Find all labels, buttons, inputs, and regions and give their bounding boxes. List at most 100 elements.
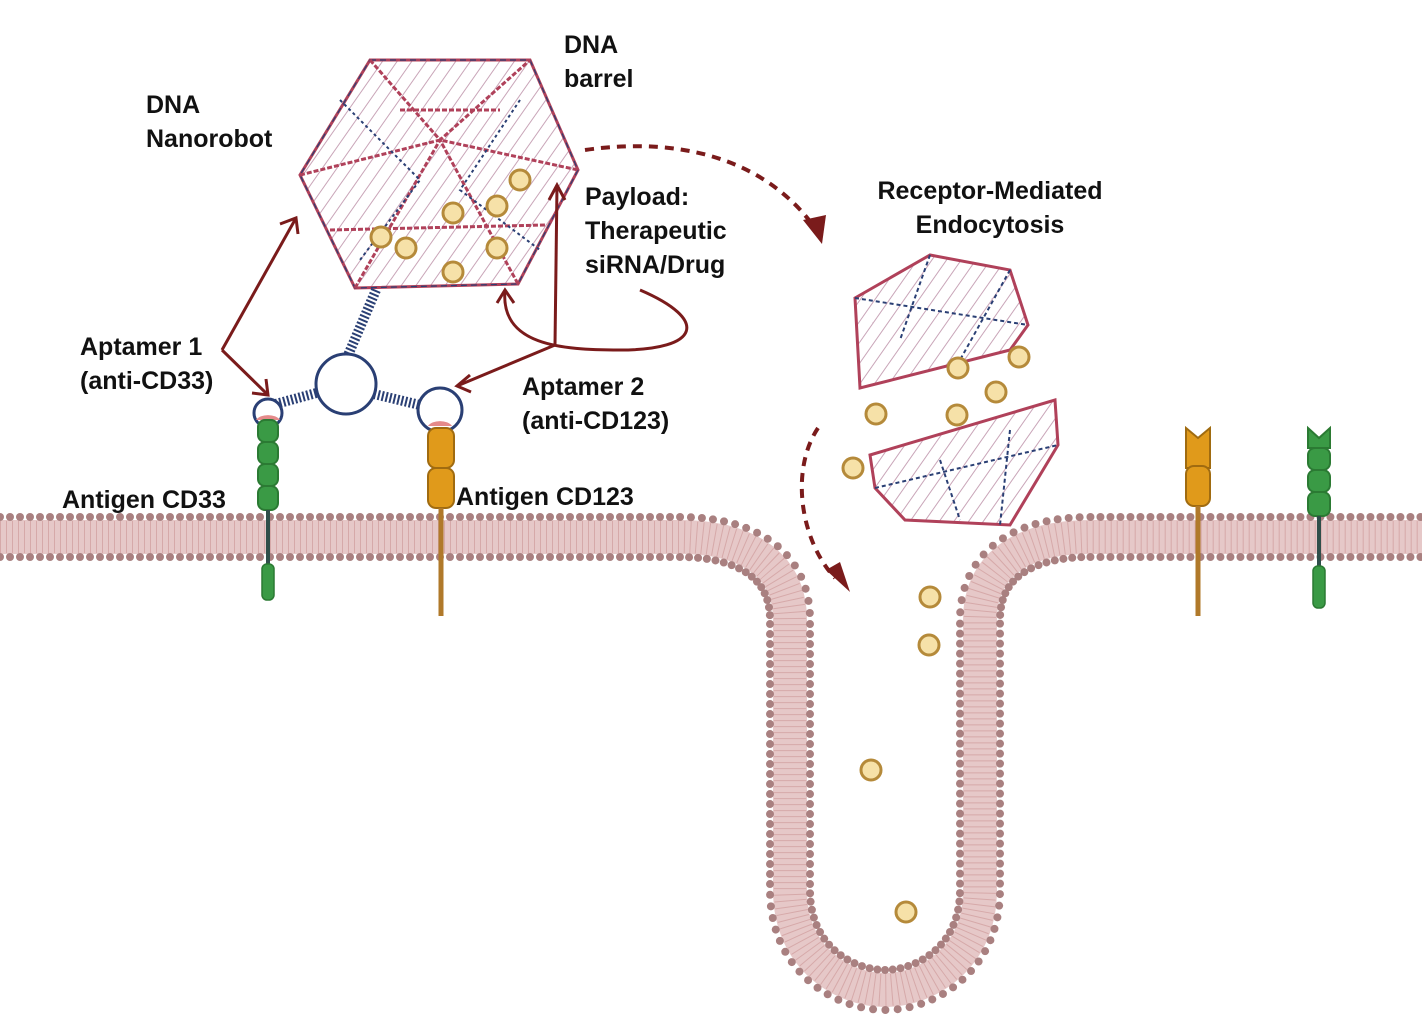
lipid-head — [760, 589, 769, 598]
lipid-head — [993, 913, 1002, 922]
lipid-head — [656, 553, 664, 561]
lipid-head — [766, 800, 774, 809]
lipid-head — [486, 513, 494, 521]
lipid-head — [981, 947, 990, 956]
lipid-head — [694, 553, 703, 562]
lipid-head — [206, 553, 214, 561]
lipid-head — [956, 608, 965, 617]
lipid-head — [998, 534, 1007, 543]
lipid-head — [46, 513, 54, 521]
lipid-head — [0, 513, 4, 521]
lipid-head — [996, 669, 1004, 678]
lipid-head — [806, 897, 815, 906]
lipid-head — [56, 513, 64, 521]
lipid-head — [956, 689, 964, 698]
lipid-head — [806, 760, 814, 769]
lipid-head — [26, 513, 34, 521]
lipid-head — [516, 553, 524, 561]
lipid-head — [676, 513, 685, 522]
lipid-head — [1206, 513, 1215, 521]
lipid-head — [766, 890, 775, 899]
lipid-head — [1356, 513, 1365, 521]
lipid-head — [96, 553, 104, 561]
lipid-head — [775, 936, 784, 945]
lipid-head — [804, 976, 813, 985]
lipid-head — [346, 553, 354, 561]
lipid-head — [1096, 513, 1105, 521]
lipid-head — [836, 951, 845, 960]
lipid-head — [820, 934, 829, 943]
lipid-head — [766, 780, 774, 789]
payload-particles-cargo — [369, 168, 532, 284]
lipid-head — [636, 513, 644, 521]
lipid-head — [136, 513, 144, 521]
lipid-head — [406, 513, 414, 521]
lipid-head — [806, 850, 814, 859]
lipid-head — [256, 553, 264, 561]
lipid-head — [1296, 513, 1305, 521]
lipid-head — [675, 552, 684, 561]
lipid-head — [806, 860, 814, 869]
lipid-head — [236, 553, 244, 561]
lipid-head — [376, 513, 384, 521]
lipid-head — [506, 513, 514, 521]
lipid-head — [666, 513, 674, 521]
lipid-head — [888, 965, 897, 974]
lipid-head — [763, 534, 772, 543]
lipid-head — [606, 513, 614, 521]
lipid-head — [996, 789, 1004, 798]
lipid-head — [1396, 513, 1405, 521]
lipid-head — [766, 680, 774, 689]
arrow-aptamer2-to-head — [456, 343, 556, 388]
lipid-head — [1376, 553, 1385, 561]
lipid-head — [956, 629, 964, 638]
lipid-head — [356, 513, 364, 521]
lipid-head — [6, 553, 14, 561]
lipid-head — [996, 619, 1004, 628]
lipid-head — [176, 553, 184, 561]
lipid-head — [216, 553, 224, 561]
lipid-head — [806, 840, 814, 849]
lipid-head — [46, 553, 54, 561]
lipid-head — [1156, 553, 1165, 561]
lipid-head — [1068, 553, 1077, 562]
lipid-head — [931, 946, 940, 955]
lipid-head — [996, 709, 1004, 718]
lipid-head — [996, 819, 1004, 828]
lipid-head — [956, 619, 964, 628]
lipid-head — [126, 513, 134, 521]
lipid-head — [1020, 568, 1029, 577]
lipid-head — [526, 513, 534, 521]
lipid-head — [1064, 513, 1073, 522]
lipid-head — [806, 740, 814, 749]
lipid-head — [806, 650, 814, 659]
payload-particle — [864, 402, 888, 426]
lipid-head — [1226, 513, 1235, 521]
lipid-head — [720, 517, 729, 526]
label-aptamer1-line1: Aptamer 1 — [80, 333, 203, 361]
lipid-head — [956, 859, 964, 868]
lipid-head — [896, 964, 905, 973]
lipid-head — [616, 513, 624, 521]
lipid-head — [1406, 513, 1415, 521]
lipid-head — [954, 905, 963, 914]
lipid-head — [1296, 553, 1305, 561]
lipid-head — [156, 513, 164, 521]
lipid-head — [806, 710, 814, 719]
lipid-head — [1009, 577, 1018, 586]
lipid-head — [426, 553, 434, 561]
lipid-head — [768, 914, 777, 923]
lipid-head — [166, 553, 174, 561]
lipid-head — [766, 790, 774, 799]
cd33-receptor-right — [1307, 425, 1331, 609]
lipid-head — [586, 513, 594, 521]
lipid-head — [873, 965, 882, 974]
lipid-head — [997, 603, 1006, 612]
lipid-head — [956, 749, 964, 758]
lipid-head — [1326, 553, 1335, 561]
lipid-head — [476, 553, 484, 561]
lipid-head — [766, 902, 775, 911]
lipid-head — [1004, 583, 1013, 592]
label-endocytosis: Receptor-Mediated Endocytosis — [862, 174, 1118, 242]
lipid-head — [996, 879, 1004, 888]
